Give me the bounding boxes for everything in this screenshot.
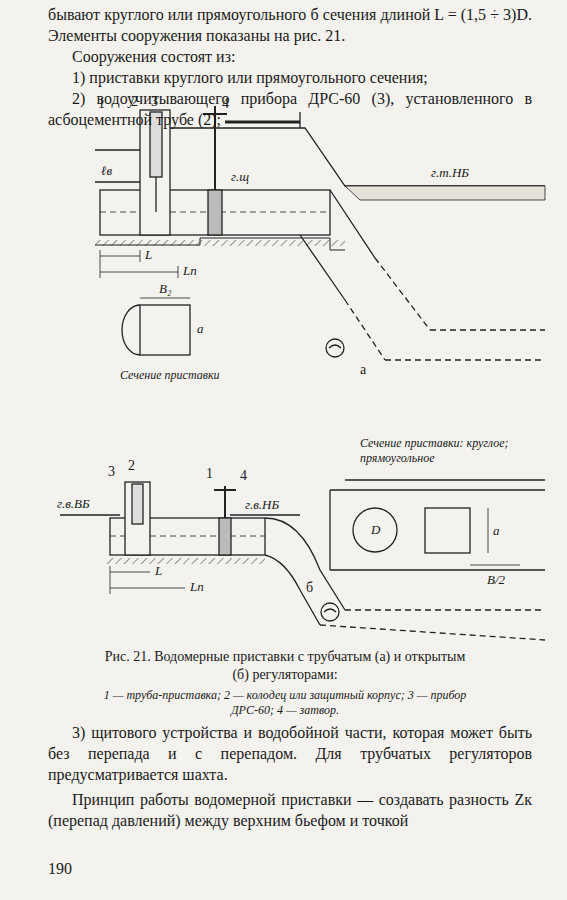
figure-label: a: [492, 524, 501, 538]
figure-label: B/2: [486, 573, 506, 587]
figure-label: Сечение приставки: [120, 368, 220, 383]
figure-label: Lп: [182, 264, 198, 278]
callout-number: 4: [240, 468, 247, 484]
body-paragraph: 2) водоучитывающего прибора ДРС-60 (3), …: [48, 88, 532, 130]
callout-number: 2: [128, 458, 135, 474]
figure-label: Lп: [189, 580, 205, 594]
body-paragraph: бывают круглого или прямоугольного б сеч…: [48, 4, 532, 46]
body-paragraph: Принцип работы водомерной приставки — со…: [48, 789, 532, 831]
callout-number: 1: [206, 466, 213, 482]
body-paragraph: 190: [48, 858, 72, 879]
callout-number: 1: [98, 96, 105, 112]
figure-label: a: [196, 322, 205, 336]
callout-number: 2: [131, 94, 138, 110]
body-paragraph: 1) приставки круглого или прямоугольного…: [48, 67, 532, 88]
callout-number: 3: [151, 94, 158, 110]
figure-label: г.щ: [230, 170, 250, 184]
figure-caption: Рис. 21. Водомерные приставки с трубчаты…: [95, 648, 475, 684]
body-paragraph: 3) щитового устройства и водобойной част…: [48, 722, 532, 785]
figure-label: г.в.ВБ: [56, 497, 91, 511]
body-paragraph: Сооружения состоят из:: [48, 46, 532, 67]
figure-label: D: [370, 523, 381, 537]
callout-number: б: [306, 580, 313, 596]
figure-label: ℓв: [100, 164, 113, 178]
figure-label: Сечение приставки: круглое; прямоугольно…: [360, 436, 540, 466]
figure-label: B₂: [158, 282, 172, 296]
caption-key: 1 — труба-приставка; 2 — колодец или защ…: [90, 688, 480, 718]
figure-label: L: [144, 248, 153, 262]
callout-number: 3: [108, 464, 115, 480]
figure-label: г.в.НБ: [244, 498, 280, 512]
figure-label: г.т.НБ: [430, 166, 470, 180]
figure-label: L: [154, 564, 163, 578]
callout-number: 4: [222, 96, 229, 112]
callout-number: а: [360, 362, 366, 378]
